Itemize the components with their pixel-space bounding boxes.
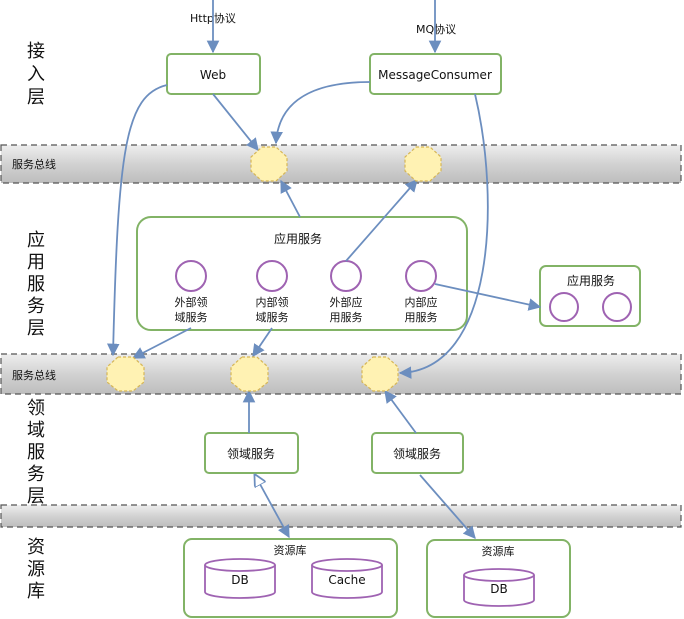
service-label-internal-domain-2: 域服务 [256,311,289,324]
svg-text:资: 资 [27,537,45,558]
db-cylinder-left [204,558,276,599]
bus-node-middle-2 [230,356,269,392]
message-consumer-label: MessageConsumer [378,68,492,82]
svg-text:务: 务 [27,464,45,485]
svg-text:层: 层 [27,87,45,108]
service-label-internal-app-1: 内部应 [405,295,438,309]
bus-node-top-1 [250,146,288,182]
db-right-label: DB [490,582,507,596]
service-label-internal-domain-1: 内部领 [256,295,289,309]
svg-text:入: 入 [27,64,45,85]
layer-label-resource: 资 源 库 [27,537,45,602]
layer-label-access: 接 入 层 [27,41,45,108]
svg-text:应: 应 [27,230,45,251]
service-bus-middle [0,353,682,395]
arrow-web-to-middle-bus [106,84,168,357]
domain-service-left-label: 领域服务 [227,446,275,461]
external-app-service-title: 应用服务 [567,273,615,288]
service-circle-external-domain [175,260,207,292]
arrow-web-to-bus [212,93,259,151]
service-circle-internal-app [405,260,437,292]
arrow-app-to-bus [280,179,301,218]
db-cylinder-right [463,568,535,607]
message-consumer-box [369,53,502,95]
service-bus-bottom [0,504,682,528]
svg-text:库: 库 [27,581,45,602]
arrow-internal-domain-to-bus [252,327,273,358]
service-label-internal-app-2: 用服务 [405,311,438,324]
domain-service-right-label: 领域服务 [393,446,441,461]
layer-label-app: 应 用 服 务 层 [27,230,45,339]
svg-text:接: 接 [27,41,45,62]
svg-text:层: 层 [27,486,45,507]
service-label-external-app-2: 用服务 [330,311,363,324]
arrow-consumer-to-bus [270,81,371,145]
cache-cylinder [311,558,383,599]
arrow-domain-right-to-bus [384,389,417,434]
resource-repo-right-title: 资源库 [482,544,515,558]
bus-node-middle-1 [106,356,145,392]
svg-text:服: 服 [27,442,45,463]
web-label: Web [200,68,226,82]
bus-node-middle-3 [361,356,399,392]
service-circle-external-app [330,260,362,292]
arrow-domain-left-to-repo [255,475,290,537]
connectors [106,0,542,539]
resource-repo-left-title: 资源库 [274,543,307,557]
service-bus-middle-label: 服务总线 [12,368,56,382]
external-service-circle-1 [549,292,579,322]
arrow-consumer-to-middle-bus [398,93,489,379]
service-circle-internal-domain [256,260,288,292]
bus-node-top-2 [404,146,442,182]
svg-text:层: 层 [27,318,45,339]
domain-service-box-left [204,432,299,474]
arrow-internal-app-to-external [434,283,542,311]
svg-text:域: 域 [27,420,45,441]
arrow-external-domain-to-bus [131,327,192,359]
service-label-external-domain-2: 域服务 [175,311,208,324]
domain-service-box-right [371,432,464,474]
svg-text:服: 服 [27,274,45,295]
service-label-external-domain-1: 外部领 [175,295,208,309]
app-service-box [136,216,468,331]
arrow-external-app-to-bus [345,179,418,262]
svg-text:用: 用 [27,252,45,273]
svg-text:领: 领 [27,398,45,419]
service-bus-top [0,144,682,184]
app-service-title: 应用服务 [274,231,322,246]
cache-label: Cache [328,573,365,587]
mq-protocol-label: MQ协议 [416,22,456,36]
layer-label-domain: 领 域 服 务 层 [27,398,45,507]
db-left-label: DB [231,573,248,587]
svg-text:务: 务 [27,296,45,317]
external-service-circle-2 [602,292,632,322]
svg-text:源: 源 [27,559,45,580]
service-label-external-app-1: 外部应 [330,295,363,309]
arrow-domain-right-to-repo [419,474,476,539]
service-bus-top-label: 服务总线 [12,157,56,171]
